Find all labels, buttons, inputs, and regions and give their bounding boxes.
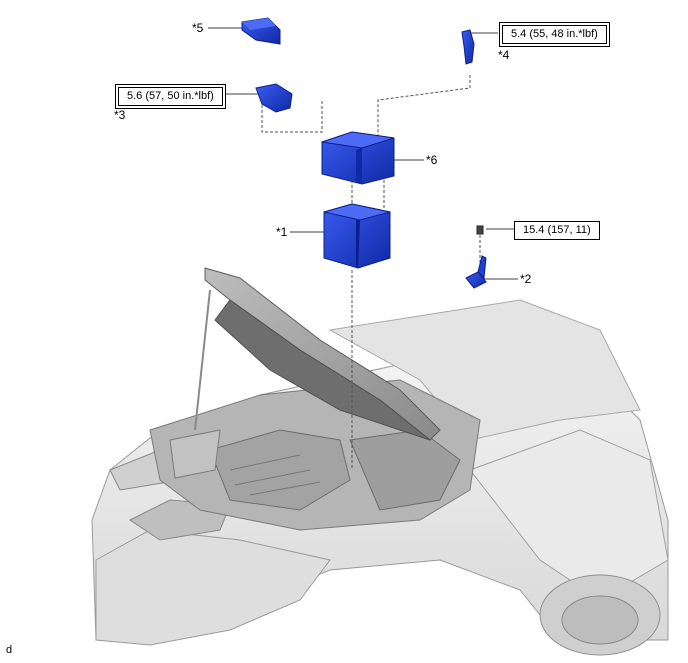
- hood-prop-rod: [194, 289, 211, 431]
- part-c6-tray: [321, 131, 395, 185]
- leader-c4: [377, 75, 471, 140]
- torque-spec-c4: 5.4 (55, 48 in.*lbf): [499, 22, 610, 47]
- callout-4: *4: [498, 48, 510, 62]
- torque-spec-c3: 5.6 (57, 50 in.*lbf): [115, 84, 226, 109]
- callout-2: *2: [520, 272, 532, 286]
- part-c4-terminal: [461, 29, 475, 65]
- hood-underside: [214, 299, 431, 441]
- part-c5-cover: [241, 17, 281, 45]
- leader-c3: [261, 100, 323, 133]
- callout-6: *6: [426, 153, 438, 167]
- front-wheel-inner: [561, 595, 639, 645]
- torque-spec-c2: 15.4 (157, 11): [514, 221, 600, 240]
- part-c2-clamp: [465, 225, 487, 289]
- figure-id: d: [6, 644, 13, 656]
- fender-right: [469, 429, 669, 601]
- callout-3: *3: [114, 108, 126, 122]
- part-c3-terminal: [255, 83, 293, 113]
- callout-1: *1: [276, 225, 288, 239]
- vehicle-illustration: [91, 267, 669, 656]
- callout-5: *5: [192, 21, 204, 35]
- engine-cover: [209, 429, 351, 511]
- windshield: [328, 299, 641, 441]
- part-c1-battery: [323, 203, 391, 269]
